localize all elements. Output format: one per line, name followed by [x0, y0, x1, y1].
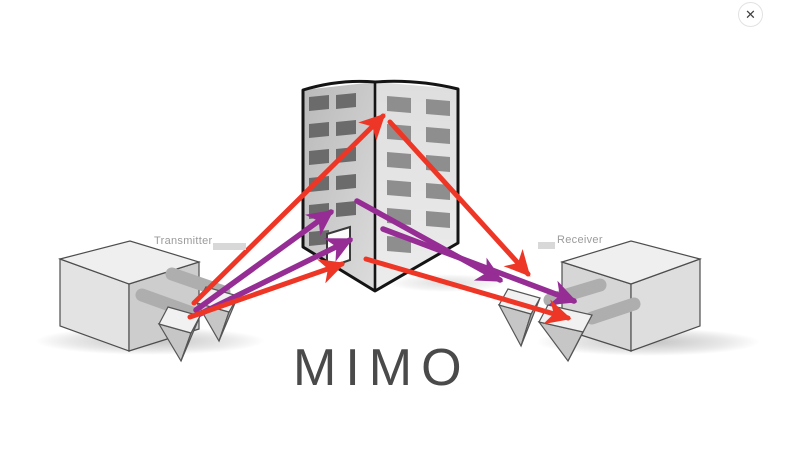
transmitter-label: Transmitter — [154, 235, 213, 247]
receiver-label: Receiver — [557, 234, 603, 246]
receiver-antenna-lower — [537, 297, 641, 363]
signal-purple-2-reflected — [380, 226, 578, 306]
close-icon: ✕ — [745, 7, 756, 22]
transmitter-antenna-lower — [135, 288, 201, 363]
building — [301, 79, 460, 293]
signal-purple-1-outbound — [193, 209, 334, 313]
signal-red-1-reflected — [387, 119, 531, 277]
close-button[interactable]: ✕ — [738, 2, 763, 27]
receiver-top-face — [559, 240, 703, 285]
signal-red-2-reflected — [363, 256, 572, 325]
signal-red-1-outbound — [191, 113, 386, 306]
diagram-title: MIMO — [293, 339, 471, 397]
receiver-box — [559, 240, 703, 352]
receiver-label-bar — [538, 242, 555, 249]
signal-red-2-outbound — [187, 259, 346, 320]
signal-purple-2-outbound — [197, 237, 354, 317]
transmitter-top-face — [57, 240, 202, 285]
building-outline — [301, 79, 460, 293]
transmitter-label-bar — [213, 243, 246, 250]
